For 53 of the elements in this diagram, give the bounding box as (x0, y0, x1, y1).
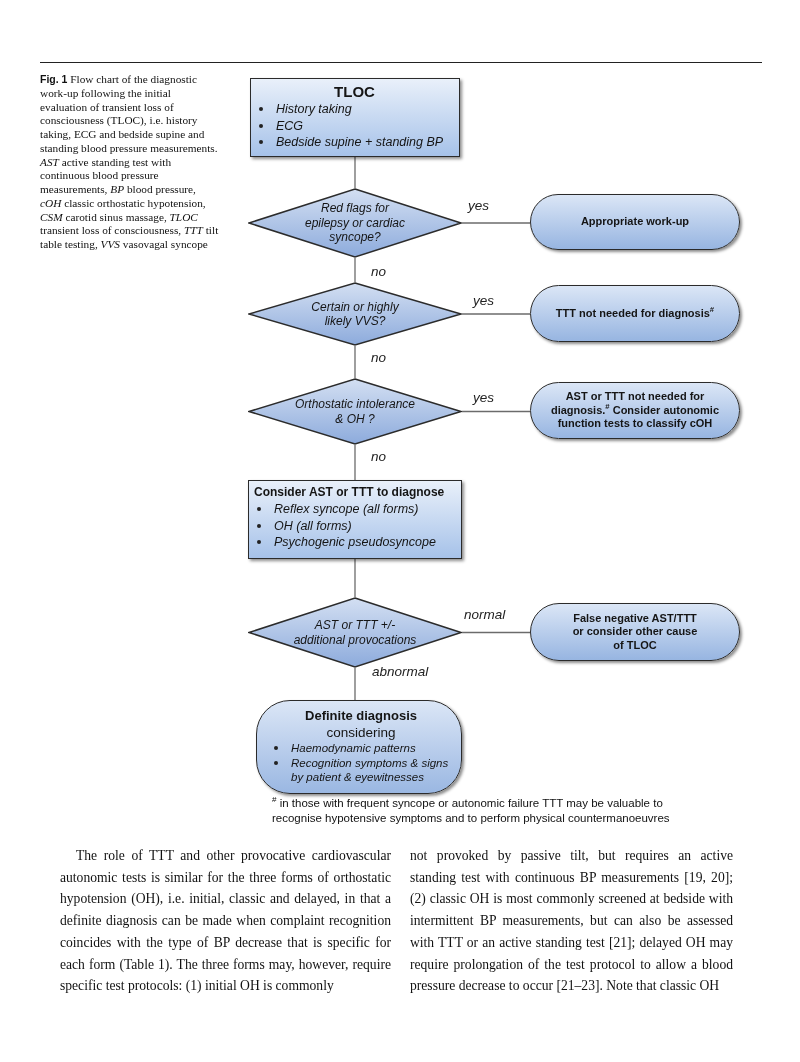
edge-label: abnormal (372, 664, 429, 680)
connector-line (354, 257, 356, 283)
body-paragraph: not provoked by passive tilt, but requires an active standing test with continuous BP measurements [19, 20]; (2) classic OH is most commonly screened at bedside with intermittent BP measurements, but can also be assessed with TTT or an active standing test [21]; delayed OH may require prolongation of the test protocol to allow a blood pressure decrease to occur [21–23]. Note that classic OH (410, 847, 733, 996)
box-heading: Definite diagnosis (305, 707, 417, 724)
terminal-box (530, 382, 740, 439)
question-text: Red flags for epilepsy or cardiac syncope? (303, 201, 407, 245)
list-item: Psychogenic pseudosyncope (274, 534, 436, 551)
decision-diamond (248, 282, 462, 346)
edge-label: yes (468, 198, 489, 214)
connector-line (354, 156, 356, 189)
connector-line (354, 444, 356, 481)
list-item: Reflex syncope (all forms) (274, 501, 419, 518)
question-text: AST or TTT +/- additional provocations (292, 618, 418, 647)
list-item: ECG (276, 117, 304, 134)
connector-line (354, 558, 356, 598)
list-item: Recognition symptoms & signs by patient & eyewitnesses (291, 755, 450, 785)
process-box (250, 78, 460, 157)
list-item: History taking (276, 101, 352, 118)
question-text: Certain or highly likely VVS? (310, 299, 400, 329)
process-box (248, 480, 462, 559)
terminal-box (530, 194, 740, 250)
connector-line (461, 631, 531, 634)
edge-label: yes (473, 293, 494, 309)
rounded-box (256, 700, 462, 794)
edge-label: normal (464, 607, 506, 623)
list-item: OH (all forms) (274, 517, 352, 534)
terminal-box (530, 285, 740, 342)
outcome-text: TTT not needed for diagnosis$^{#}$ (555, 306, 715, 321)
list-item: Bedside supine + standing BP (276, 134, 444, 151)
edge-label: no (371, 264, 387, 280)
connector-line (354, 345, 356, 379)
footnote: $^{#}$ in those with frequent syncope or autonomic failure TTT may be valuable to recognise hypotensive symptoms and to perform physical countermanoeuvres (272, 796, 671, 825)
box-heading: TLOC (333, 82, 376, 101)
decision-diamond (248, 188, 462, 258)
connector-line (461, 410, 531, 413)
outcome-text: False negative AST/TTT or consider other cause of TLOC (571, 611, 699, 653)
outcome-text: AST or TTT not needed for diagnosis.$^{#}$ Consider autonomic function tests to classify cOH (549, 390, 721, 431)
outcome-text: Appropriate work-up (580, 215, 690, 229)
terminal-box (530, 603, 740, 661)
edge-label: no (371, 449, 387, 465)
connector-line (354, 667, 356, 701)
body-paragraph: The role of TTT and other provocative cardiovascular autonomic tests is similar for the three forms of orthostatic hypotension (OH), i.e. initial, classic and delayed, in that a definite diagnosis can be made when complaint recognition coincides with the type of BP decrease that is specific for each form (Table 1). The three forms may, however, require specific test protocols: (1) initial OH is commonly (60, 847, 391, 996)
edge-label: no (371, 350, 387, 366)
subheading: considering (326, 724, 396, 741)
list-item: Haemodynamic patterns (291, 741, 416, 756)
decision-diamond (248, 597, 462, 668)
box-heading: Consider AST or TTT to diagnose (254, 484, 446, 501)
figure-caption: Fig. 1 Flow chart of the diagnostic work-up following the initial evaluation of transient loss of consciousness (TLOC), i.e. history taking, ECG and bedside supine and standing blood pressure measurements. AST active standing test with continuous blood pressure measurements, BP blood pressure, cOH classic orthostatic hypotension, CSM carotid sinus massage, TLOC transient loss of consciousness, TTT tilt table testing, VVS vasovagal syncope (40, 73, 220, 252)
edge-label: yes (473, 390, 494, 406)
connector-line (461, 222, 531, 224)
question-text: Orthostatic intolerance & OH ? (294, 397, 416, 426)
decision-diamond (248, 378, 462, 445)
connector-line (461, 313, 531, 315)
